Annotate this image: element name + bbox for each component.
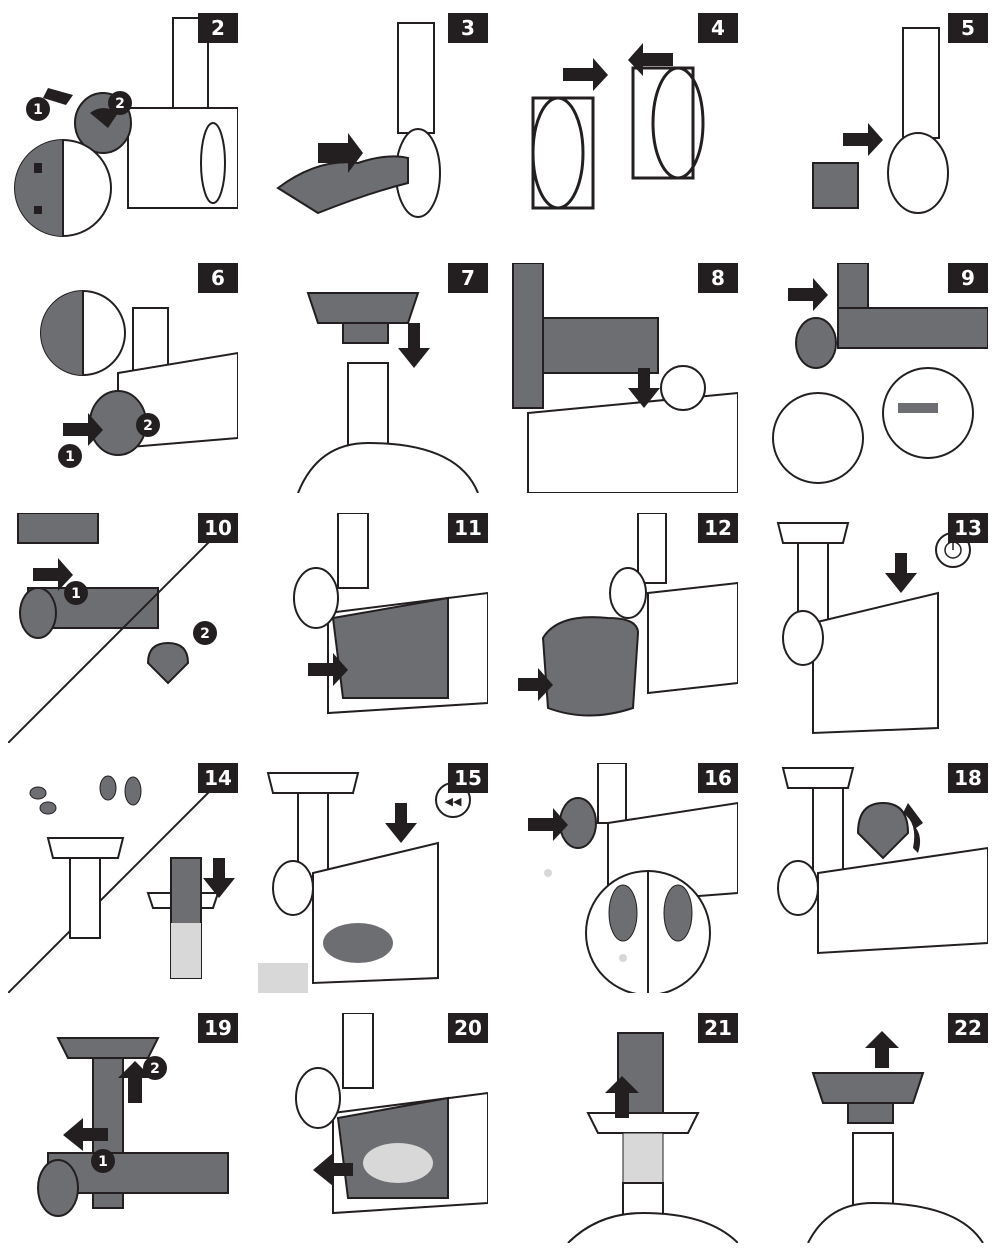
- unlocked-icon: [34, 163, 42, 173]
- remove-feeding-tube-illustration: [807, 1031, 984, 1243]
- step-number: 19: [198, 1013, 238, 1043]
- step-panel-6: 2 1 6: [8, 263, 238, 493]
- assemble-strainer-illustration: [531, 43, 705, 210]
- svg-text:1: 1: [65, 449, 75, 465]
- step-number: 3: [448, 13, 488, 43]
- remove-parts-illustration: 2 1: [37, 1037, 229, 1217]
- step-panel-2: 1 2 2: [8, 13, 238, 243]
- step-number: 18: [948, 763, 988, 793]
- step-panel-5: 5: [758, 13, 988, 243]
- close-drip-stop-illustration: [528, 763, 738, 993]
- step-panel-9: 9: [758, 263, 988, 493]
- arrow-icon: [33, 558, 73, 591]
- step-number: 7: [448, 263, 488, 293]
- step-panel-20: 20: [258, 1013, 488, 1243]
- step-panel-3: 3: [258, 13, 488, 243]
- step-panel-7: 7: [258, 263, 488, 493]
- arrow-left-icon: [313, 1153, 353, 1186]
- step-panel-18: 18: [758, 763, 988, 993]
- arrow-icon: [788, 278, 828, 311]
- arrow-icon: [528, 808, 568, 841]
- step-panel-19: 2 1 19: [8, 1013, 238, 1243]
- arrow-down-icon: [628, 368, 660, 408]
- step-number: 6: [198, 263, 238, 293]
- step-panel-11: 11: [258, 513, 488, 743]
- arrow-icon: [43, 88, 73, 105]
- step-number: 21: [698, 1013, 738, 1043]
- arrow-icon: [843, 123, 883, 156]
- step-panel-12: 12: [508, 513, 738, 743]
- arrow-left-icon: [628, 43, 673, 76]
- step-number: 20: [448, 1013, 488, 1043]
- remove-pusher-illustration: [567, 1032, 738, 1243]
- place-juice-jug-illustration: [518, 513, 738, 717]
- arrow-up-icon: [118, 1061, 152, 1103]
- step-panel-4: 4: [508, 13, 738, 243]
- arrow-up-icon: [605, 1076, 639, 1118]
- arrow-icon: [518, 668, 553, 701]
- step-number: 15: [448, 763, 488, 793]
- arrow-right-icon: [563, 58, 608, 91]
- place-feeding-tube-illustration: [297, 292, 479, 493]
- attach-front-cap-illustration: 2 1: [40, 290, 238, 468]
- lock-on-base-illustration: [512, 263, 738, 493]
- arrow-up-icon: [865, 1031, 899, 1068]
- step-panel-22: 22: [758, 1013, 988, 1243]
- align-outlet-illustration: [772, 263, 988, 484]
- step-number: 2: [198, 13, 238, 43]
- rotate-arrow-icon: [903, 803, 923, 853]
- step-panel-10: 1 2 10: [8, 513, 238, 743]
- step-number: 11: [448, 513, 488, 543]
- step-number: 10: [198, 513, 238, 543]
- step-panel-8: 8: [508, 263, 738, 493]
- power-on-illustration: [776, 522, 971, 735]
- svg-text:2: 2: [150, 1061, 160, 1077]
- step-number: 9: [948, 263, 988, 293]
- step-panel-13: 13: [758, 513, 988, 743]
- step-number: 22: [948, 1013, 988, 1043]
- svg-text:1: 1: [71, 586, 81, 602]
- lock-front-cap-illustration: 1 2: [14, 17, 238, 237]
- svg-text:2: 2: [115, 96, 125, 112]
- place-pulp-container-illustration: [293, 513, 488, 715]
- svg-text:2: 2: [143, 418, 153, 434]
- insert-strainer-illustration: [812, 27, 949, 214]
- arrow-icon: [318, 133, 363, 173]
- svg-text:1: 1: [33, 102, 43, 118]
- arrow-down-icon: [398, 323, 430, 368]
- step-number: 5: [948, 13, 988, 43]
- insert-food-illustration: [8, 763, 238, 993]
- step-panel-15: ◀◀ 15: [258, 763, 488, 993]
- arrow-left-icon: [63, 1118, 108, 1151]
- step-panel-21: 21: [508, 1013, 738, 1243]
- step-number: 16: [698, 763, 738, 793]
- reverse-icon: ◀◀: [445, 795, 462, 808]
- step-number: 12: [698, 513, 738, 543]
- svg-text:2: 2: [200, 626, 210, 642]
- step-number: 14: [198, 763, 238, 793]
- step-panel-16: 16: [508, 763, 738, 993]
- step-number: 13: [948, 513, 988, 543]
- reverse-function-illustration: ◀◀: [258, 772, 471, 993]
- rotate-arrow-icon: [90, 108, 118, 128]
- open-clamp-illustration: [777, 767, 988, 955]
- insert-screw-illustration: [276, 22, 441, 218]
- arrow-down-icon: [203, 858, 235, 898]
- arrow-icon: [63, 413, 103, 446]
- arrow-icon: [308, 653, 348, 686]
- step-panel-14: 14: [8, 763, 238, 993]
- svg-text:1: 1: [98, 1154, 108, 1170]
- remove-pulp-container-illustration: [295, 1013, 488, 1215]
- step-number: 8: [698, 263, 738, 293]
- close-clamp-illustration: 1 2: [8, 513, 238, 743]
- locked-icon: [34, 206, 42, 214]
- step-number: 4: [698, 13, 738, 43]
- arrow-down-icon: [885, 553, 917, 593]
- arrow-down-icon: [385, 803, 417, 843]
